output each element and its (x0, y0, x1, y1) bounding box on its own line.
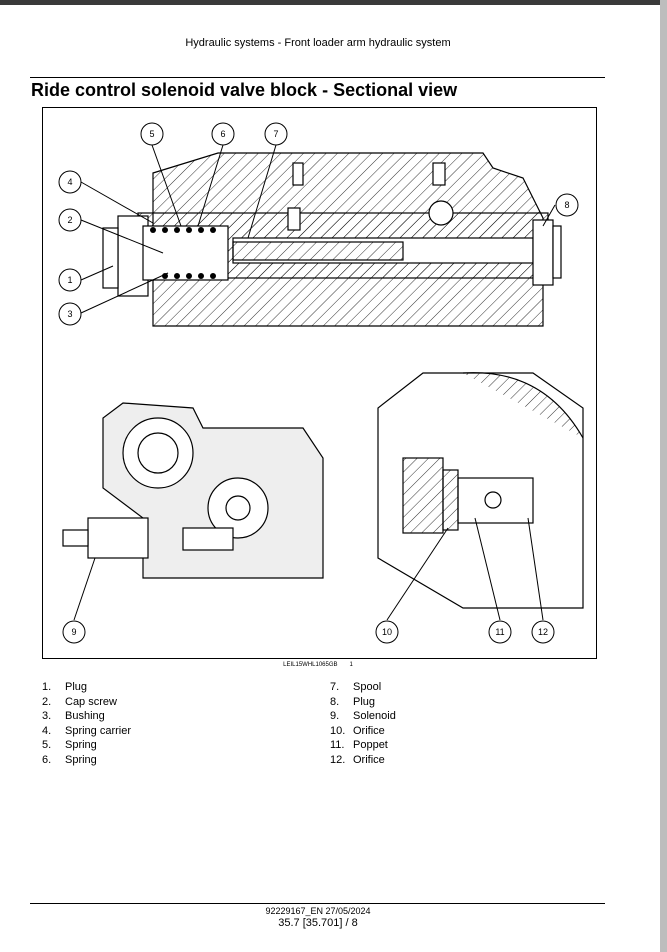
callout-2: 2 (58, 208, 82, 232)
legend-column-1: 1. Plug 2. Cap screw 3. Bushing 4. Spring ca… (42, 680, 131, 767)
header-rule (30, 77, 605, 78)
callout-9: 9 (62, 620, 86, 644)
svg-text:12: 12 (538, 627, 548, 637)
detail-view (377, 372, 584, 609)
leader-lines (73, 144, 556, 621)
svg-text:3: 3 (67, 309, 72, 319)
svg-text:8: 8 (564, 200, 569, 210)
legend-item: 3. Bushing (42, 709, 131, 724)
legend-label: Plug (65, 681, 88, 693)
springs (150, 227, 216, 279)
legend-label: Orifice (353, 753, 385, 766)
legend-number: 2. (42, 695, 52, 708)
callout-circles: 1 2 3 4 5 6 7 8 9 10 11 12 (58, 122, 579, 644)
callout-12: 12 (531, 620, 555, 644)
legend-label: Spool (353, 681, 382, 693)
legend-column-2: 7. Spool 8. Plug 9. Solenoid 10. Orifice 11.… (330, 680, 396, 767)
legend-item: 6. Spring (42, 753, 131, 768)
legend-item: 11. Poppet (330, 738, 396, 753)
svg-text:11: 11 (495, 627, 504, 637)
running-header: Hydraulic systems - Front loader arm hyd… (185, 37, 451, 49)
legend-number: 3. (42, 710, 52, 722)
legend-number: 6. (42, 753, 52, 766)
figure-code: LEIL15WHL1065GB (283, 662, 338, 668)
legend-item: 2. Cap screw (42, 695, 131, 710)
figure-number: 1 (349, 662, 353, 668)
callout-8: 8 (555, 193, 579, 217)
svg-text:10: 10 (382, 627, 392, 637)
legend-item: 1. Plug (42, 680, 131, 695)
legend-item: 9. Solenoid (330, 709, 396, 724)
sectional-view-top (102, 152, 562, 327)
legend-label: Spring carrier (65, 724, 132, 737)
page-title: Ride control solenoid valve block - Sect… (31, 80, 458, 100)
legend-item: 5. Spring (42, 738, 131, 753)
legend-label: Spring (65, 739, 97, 751)
legend-number: 7. (330, 681, 340, 693)
svg-text:9: 9 (71, 627, 76, 637)
callout-3: 3 (58, 302, 82, 326)
svg-text:4: 4 (67, 177, 72, 187)
valve-drawing: 1 2 3 4 5 6 7 8 9 10 11 12 (58, 122, 584, 644)
footer-page-number: 35.7 [35.701] / 8 (278, 917, 358, 929)
figure-sectional-view: 1 2 3 4 5 6 7 8 9 10 11 12 (42, 107, 597, 659)
legend-number: 1. (42, 681, 52, 693)
legend-number: 4. (42, 724, 52, 737)
footer-doc-id: 92229167_EN 27/05/2024 (265, 906, 371, 916)
legend-item: 4. Spring carrier (42, 724, 131, 739)
legend-label: Cap screw (65, 695, 117, 708)
callout-1: 1 (58, 268, 82, 292)
svg-text:2: 2 (67, 215, 72, 225)
legend-label: Bushing (65, 710, 105, 722)
figure-caption: LEIL15WHL1065GB 1 (0, 662, 636, 668)
legend-label: Solenoid (353, 710, 396, 722)
legend-number: 5. (42, 739, 52, 751)
callout-11: 11 (488, 620, 512, 644)
legend-item: 8. Plug (330, 695, 396, 710)
legend-item: 12. Orifice (330, 753, 396, 768)
callout-10: 10 (375, 620, 399, 644)
legend-number: 11. (330, 739, 345, 751)
svg-text:6: 6 (220, 129, 225, 139)
callout-4: 4 (58, 170, 82, 194)
svg-text:7: 7 (273, 129, 278, 139)
top-bar (0, 0, 667, 5)
callout-5: 5 (140, 122, 164, 146)
svg-text:1: 1 (67, 275, 72, 285)
legend-number: 9. (330, 710, 340, 722)
legend-number: 10. (330, 724, 346, 737)
legend-number: 8. (330, 695, 340, 708)
scrollbar-area (660, 0, 667, 952)
callout-7: 7 (264, 122, 288, 146)
legend-label: Spring (65, 753, 97, 766)
callout-6: 6 (211, 122, 235, 146)
external-view (62, 402, 324, 579)
footer-rule (30, 903, 605, 904)
legend-label: Poppet (353, 739, 388, 751)
legend-label: Orifice (353, 724, 385, 737)
legend-item: 10. Orifice (330, 724, 396, 739)
legend-number: 12. (330, 753, 346, 766)
svg-text:5: 5 (149, 129, 154, 139)
legend-label: Plug (353, 695, 376, 708)
legend-item: 7. Spool (330, 680, 396, 695)
